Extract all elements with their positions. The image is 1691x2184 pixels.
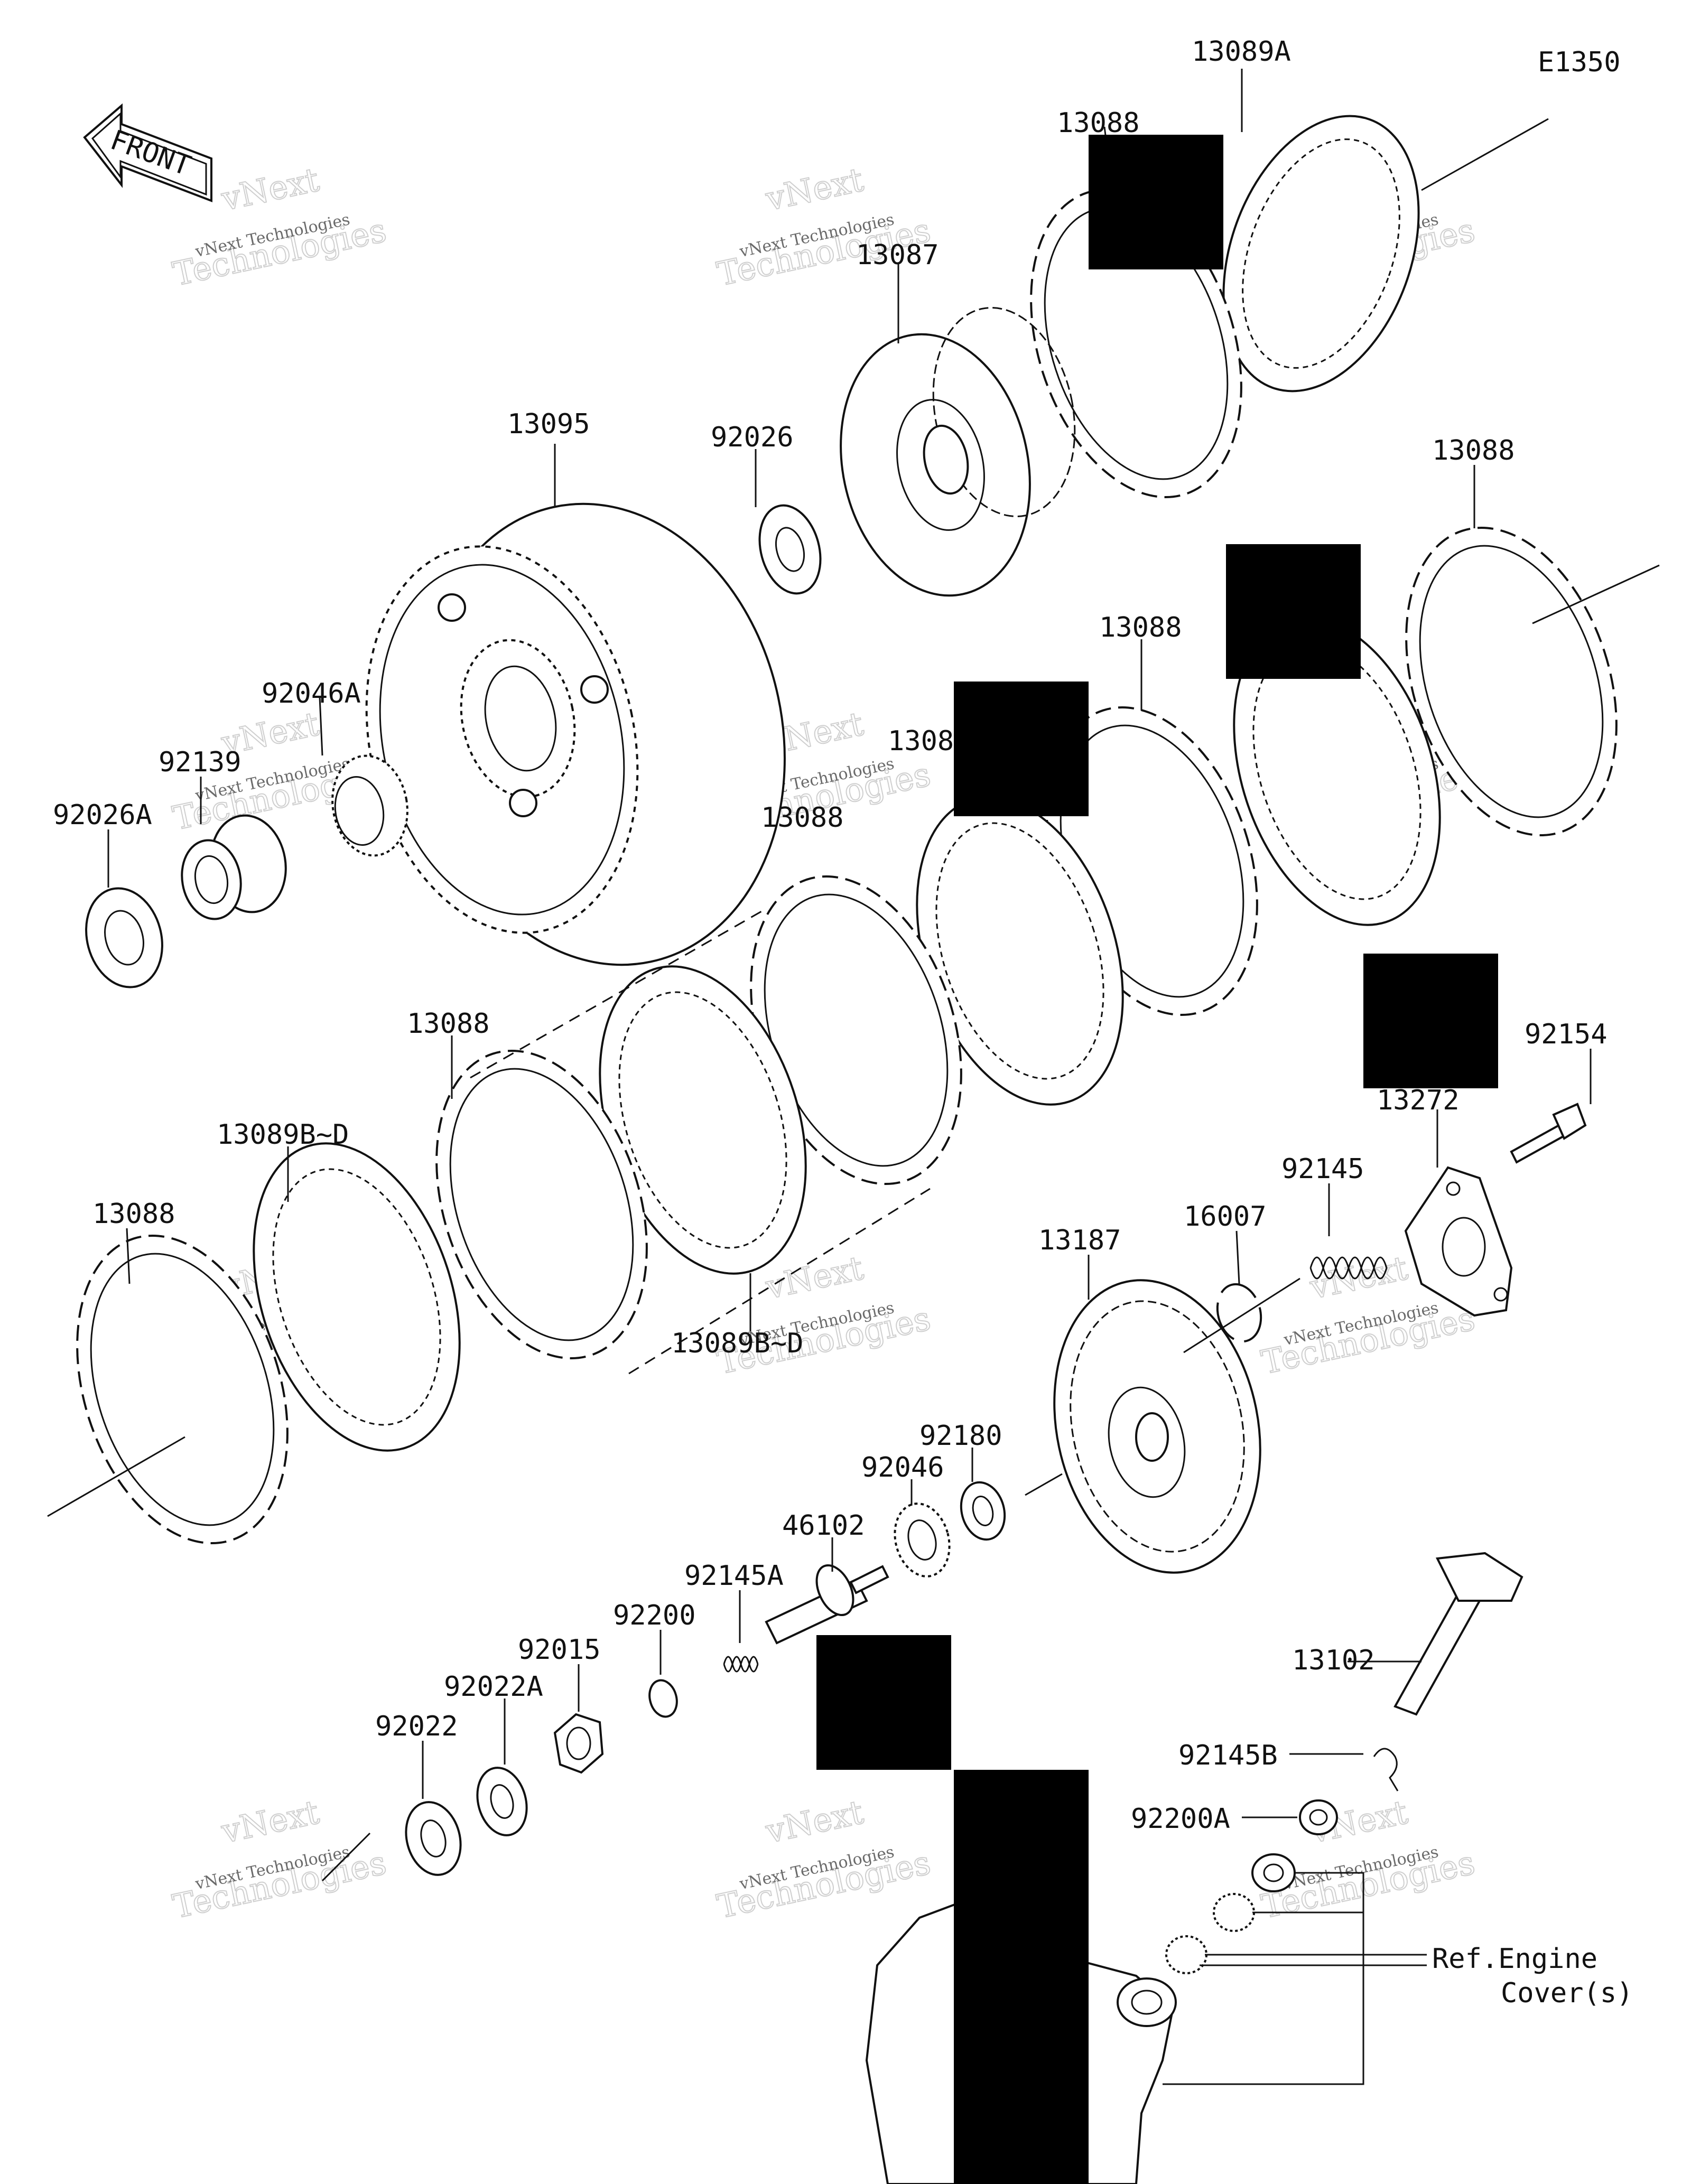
part-label-p16007: 16007 xyxy=(1184,1201,1267,1233)
bearing-ref-engine-cover-1 xyxy=(1213,1893,1255,1932)
seal-ref-engine-cover xyxy=(1251,1853,1296,1892)
part-label-p92015: 92015 xyxy=(518,1634,601,1666)
part-label-p13088c: 13088 xyxy=(1099,612,1182,643)
part-label-p92046A: 92046A xyxy=(262,678,361,710)
part-label-p13095: 13095 xyxy=(507,408,590,440)
part-label-p13087: 13087 xyxy=(856,239,939,271)
washer-92180 xyxy=(960,1481,1006,1541)
plate-13089A xyxy=(1222,115,1420,393)
steel-plate-left xyxy=(253,1142,461,1452)
part-label-p13088e: 13088 xyxy=(407,1008,490,1040)
front-arrow-icon: FRONT xyxy=(83,103,212,202)
watermark-top: vNext xyxy=(1306,1248,1411,1306)
redaction-block-6 xyxy=(954,1770,1089,2184)
part-label-p92200: 92200 xyxy=(613,1600,696,1631)
part-label-p92145B: 92145B xyxy=(1178,1740,1278,1771)
part-label-p92046: 92046 xyxy=(861,1452,944,1483)
steel-plate-center xyxy=(599,965,807,1275)
reference-note-line2: Cover(s) xyxy=(1501,1977,1633,2009)
washer-92022A xyxy=(476,1767,528,1836)
leader-lines xyxy=(47,69,1660,2085)
part-label-p92022A: 92022A xyxy=(444,1671,543,1703)
redaction-block-5 xyxy=(816,1635,951,1770)
washer-92026 xyxy=(758,504,822,595)
spring-92145 xyxy=(1309,1256,1388,1280)
part-label-p13089BD2: 13089B~D xyxy=(671,1328,803,1359)
bearing-ref-engine-cover-2 xyxy=(1165,1935,1207,1974)
friction-plate-13088-left xyxy=(435,1050,648,1359)
redaction-block-1 xyxy=(1089,135,1223,269)
friction-plate-13088-right xyxy=(1405,527,1618,836)
part-label-p13187: 13187 xyxy=(1038,1225,1121,1256)
part-label-p13088f: 13088 xyxy=(92,1198,175,1230)
sleeve-92139 xyxy=(181,814,287,920)
part-label-p13102: 13102 xyxy=(1292,1645,1375,1676)
watermark-top: vNext xyxy=(218,1793,322,1851)
part-labels: 13089A 13088 13087 13095 92026 13088 13088 1308… xyxy=(53,36,1608,1835)
spring-92145A xyxy=(723,1656,759,1673)
part-label-p92180: 92180 xyxy=(919,1420,1002,1452)
redaction-block-3 xyxy=(954,682,1089,816)
circlip-16007 xyxy=(1216,1283,1262,1343)
redaction-block-2 xyxy=(1226,544,1361,679)
release-lever-13102 xyxy=(1393,1552,1523,1716)
watermark-top: vNext xyxy=(762,1248,867,1306)
spring-92145B xyxy=(1373,1748,1399,1791)
washer-92200 xyxy=(648,1679,678,1718)
part-label-p13272: 13272 xyxy=(1377,1085,1460,1116)
clutch-hub-13087 xyxy=(840,307,1076,597)
clutch-housing-13095 xyxy=(365,502,786,966)
redaction-blocks xyxy=(816,135,1498,2184)
washer-92026A xyxy=(85,887,163,988)
part-label-p92026: 92026 xyxy=(711,422,794,453)
part-label-p13088b: 13088 xyxy=(1432,435,1515,466)
bearing-92046 xyxy=(894,1502,951,1578)
washer-92200A xyxy=(1299,1799,1338,1835)
part-label-p92026A: 92026A xyxy=(53,799,152,831)
part-label-p13089A: 13089A xyxy=(1192,36,1291,68)
watermark-top: vNext xyxy=(762,160,867,218)
part-label-p13089BD1: 13089B~D xyxy=(217,1119,349,1151)
nut-92015 xyxy=(553,1713,604,1774)
part-label-p46102: 46102 xyxy=(782,1510,865,1542)
pressure-plate-13187 xyxy=(1053,1279,1261,1574)
redaction-block-4 xyxy=(1363,954,1498,1088)
part-label-p92145A: 92145A xyxy=(684,1560,784,1592)
needle-bearing-92046A xyxy=(331,754,408,857)
steel-plate-mid-right xyxy=(1233,617,1441,926)
watermark-top: vNext xyxy=(762,1793,867,1851)
part-label-p92145: 92145 xyxy=(1281,1153,1364,1185)
bolt-92154 xyxy=(1510,1103,1587,1164)
pushrod-46102 xyxy=(765,1564,889,1645)
part-label-p13088d: 13088 xyxy=(761,802,844,834)
watermark-top: vNext xyxy=(218,160,322,218)
washer-92022 xyxy=(405,1801,462,1876)
part-label-p92139: 92139 xyxy=(159,746,241,778)
reference-note-line1: Ref.Engine xyxy=(1432,1943,1597,1975)
part-label-p13088a: 13088 xyxy=(1057,107,1140,139)
friction-plate-13088-bottom-left xyxy=(76,1235,289,1544)
part-label-p92154: 92154 xyxy=(1525,1019,1608,1050)
part-label-p1308x: 1308 xyxy=(888,725,954,757)
part-label-p92022: 92022 xyxy=(375,1711,458,1742)
part-label-p92200A: 92200A xyxy=(1131,1803,1230,1835)
release-plate-13272 xyxy=(1404,1166,1513,1317)
diagram-code: E1350 xyxy=(1538,46,1621,78)
